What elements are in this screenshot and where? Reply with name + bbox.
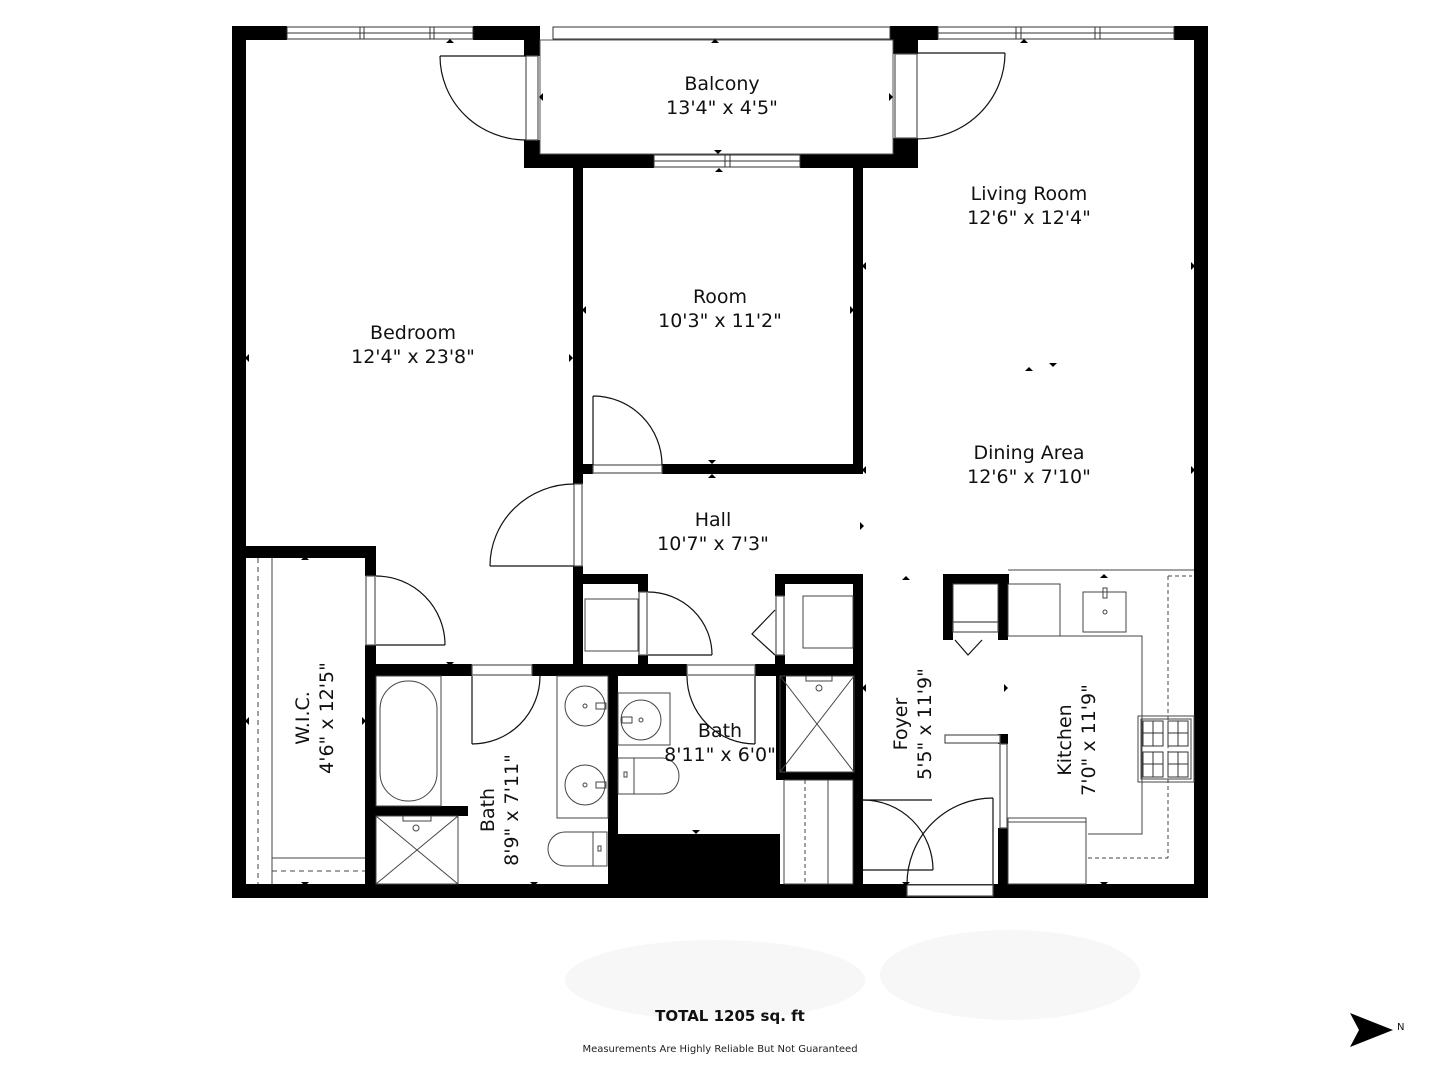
wic-dims: 4'6" x 12'5" xyxy=(316,662,338,774)
room-name: Room xyxy=(693,286,747,308)
doors xyxy=(365,52,1008,897)
wic-name: W.I.C. xyxy=(292,691,314,745)
bedroom-dims: 12'4" x 23'8" xyxy=(351,346,475,368)
dining-area-name: Dining Area xyxy=(973,442,1084,464)
foyer-name: Foyer xyxy=(890,698,912,751)
north-arrow-icon xyxy=(1350,1013,1393,1047)
bath-1-name: Bath xyxy=(477,788,499,832)
total-area: TOTAL 1205 sq. ft xyxy=(655,1007,805,1025)
balcony-name: Balcony xyxy=(684,73,759,95)
windows xyxy=(286,26,1175,168)
dining-area-dims: 12'6" x 7'10" xyxy=(967,466,1091,488)
bath-1-dims: 8'9" x 7'11" xyxy=(501,754,523,866)
kitchen-name: Kitchen xyxy=(1054,704,1076,775)
walls xyxy=(232,26,1208,898)
bath-2-dims: 8'11" x 6'0" xyxy=(664,744,776,766)
living-room-name: Living Room xyxy=(971,183,1088,205)
room-labels: Balcony 13'4" x 4'5" Living Room 12'6" x… xyxy=(292,73,1100,866)
hall-name: Hall xyxy=(695,509,732,531)
hall-dims: 10'7" x 7'3" xyxy=(657,533,769,555)
living-room-dims: 12'6" x 12'4" xyxy=(967,207,1091,229)
bath-2-name: Bath xyxy=(698,720,742,742)
disclaimer: Measurements Are Highly Reliable But Not… xyxy=(582,1044,858,1055)
foyer-dims: 5'5" x 11'9" xyxy=(914,668,936,780)
balcony-dims: 13'4" x 4'5" xyxy=(666,97,778,119)
dimension-markers xyxy=(245,39,1195,886)
bedroom-name: Bedroom xyxy=(370,322,456,344)
background-smudge xyxy=(565,940,865,1020)
north-label: N xyxy=(1397,1022,1405,1033)
background-smudge xyxy=(880,930,1140,1020)
fixtures xyxy=(257,558,1195,885)
room-dims: 10'3" x 11'2" xyxy=(658,310,782,332)
kitchen-dims: 7'0" x 11'9" xyxy=(1078,684,1100,796)
